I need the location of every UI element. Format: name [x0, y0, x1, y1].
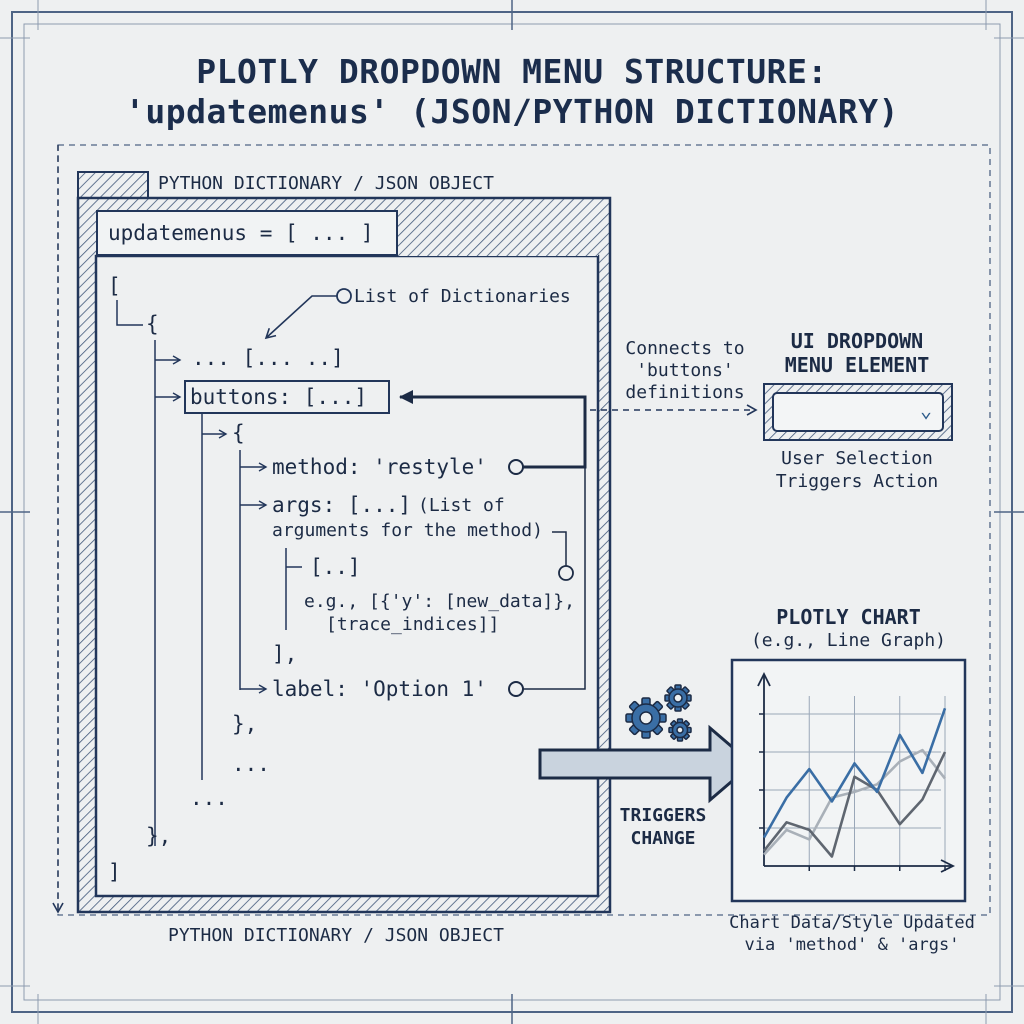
list-annotation: List of Dictionaries — [354, 286, 571, 307]
connector-text-3: definitions — [625, 382, 745, 403]
code-close-bracket: ] — [108, 860, 121, 884]
buttons-definition-text: buttons: [...] — [190, 385, 368, 409]
updatemenus-header: updatemenus = [ ... ] — [96, 210, 398, 256]
triggers-label-2: CHANGE — [630, 828, 696, 849]
ui-dropdown[interactable]: ⌄ — [772, 392, 944, 432]
tree-lines — [116, 300, 302, 846]
code-dots-2: ... — [190, 786, 228, 810]
updatemenus-header-text: updatemenus = [ ... ] — [108, 221, 374, 245]
dict-bottom-caption: PYTHON DICTIONARY / JSON OBJECT — [168, 925, 504, 946]
code-dots-1: ... — [232, 752, 270, 776]
dropdown-title-2: MENU ELEMENT — [784, 353, 930, 377]
code-args-note: (List of — [418, 495, 505, 516]
code-ellipsis-list: ... [... ..] — [192, 346, 344, 370]
code-label: label: 'Option 1' — [272, 677, 487, 701]
chart-y-axis-arrow — [757, 671, 771, 687]
chart-series-line-0 — [762, 707, 947, 839]
code-args: args: [...] — [272, 493, 412, 517]
dropdown-caption-1: User Selection — [781, 448, 933, 469]
code-open-bracket: [ — [108, 274, 121, 298]
chart-title: PLOTLY CHART — [776, 605, 921, 629]
dict-top-caption: PYTHON DICTIONARY / JSON OBJECT — [158, 173, 494, 194]
buttons-connector — [399, 390, 587, 697]
code-inner-brace: { — [232, 421, 245, 445]
chevron-down-icon: ⌄ — [919, 398, 932, 422]
chart-caption-2: via 'method' & 'args' — [744, 935, 960, 955]
list-annotation-arrow — [264, 288, 352, 340]
chart-caption-1: Chart Data/Style Updated — [729, 913, 975, 933]
code-method: method: 'restyle' — [272, 455, 487, 479]
buttons-definition: buttons: [...] — [184, 380, 390, 414]
chart-series-line-1 — [762, 751, 947, 858]
connector-text-1: Connects to — [625, 338, 745, 359]
chart-frame — [730, 658, 967, 903]
page-title-line1: PLOTLY DROPDOWN MENU STRUCTURE: — [196, 52, 828, 91]
code-open-brace: { — [146, 312, 159, 336]
connector-text-2: 'buttons' — [636, 360, 734, 381]
gears-icon — [625, 684, 692, 742]
code-args-inner: [..] — [310, 555, 361, 579]
code-example-2: [trace_indices]] — [326, 614, 500, 635]
code-inner-close: }, — [232, 712, 258, 736]
chart-subtitle: (e.g., Line Graph) — [750, 630, 947, 651]
page-title-line2: 'updatemenus' (JSON/PYTHON DICTIONARY) — [125, 92, 899, 131]
dict-frame — [76, 171, 612, 914]
triggers-label-1: TRIGGERS — [619, 805, 707, 826]
dropdown-caption-2: Triggers Action — [775, 471, 939, 492]
code-args-close: ], — [272, 642, 298, 666]
chart-series-line-2 — [763, 748, 947, 856]
code-outer-close: }, — [146, 824, 172, 848]
code-args-note2: arguments for the method) — [272, 520, 543, 541]
dashed-boundary — [52, 144, 991, 916]
code-example-1: e.g., [{'y': [new_data]}, — [304, 591, 575, 612]
dropdown-title-1: UI DROPDOWN — [790, 329, 924, 353]
